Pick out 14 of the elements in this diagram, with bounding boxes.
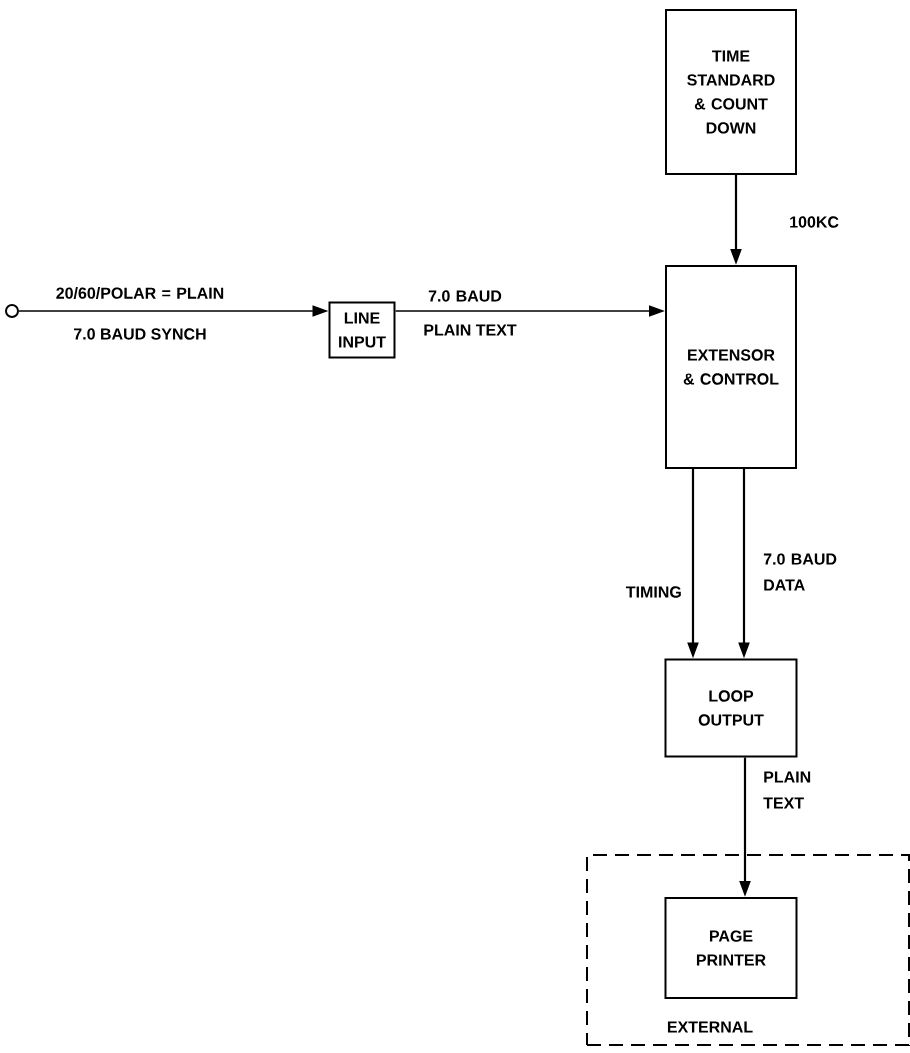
edge-label: 7.0 BAUD DATA [763, 553, 837, 591]
block-box: PAGE PRINTER [664, 897, 798, 999]
edge-label: 100KC [790, 216, 839, 228]
signal-label: 7.0 BAUD SYNCH [74, 328, 206, 340]
block-box: LINE INPUT [328, 301, 396, 359]
edge-label: 20/60/POLAR = PLAIN [56, 287, 224, 299]
signal-label: PLAIN TEXT [424, 324, 517, 336]
block-box: EXTENSOR & CONTROL [665, 265, 797, 469]
input-terminal [5, 304, 19, 318]
edge-label: 7.0 BAUD [428, 290, 502, 302]
block-box: LOOP OUTPUT [664, 658, 798, 758]
block-box: TIME STANDARD & COUNT DOWN [665, 9, 797, 175]
edge-label: TIMING [626, 586, 681, 598]
edge-label: PLAIN TEXT [763, 771, 811, 809]
